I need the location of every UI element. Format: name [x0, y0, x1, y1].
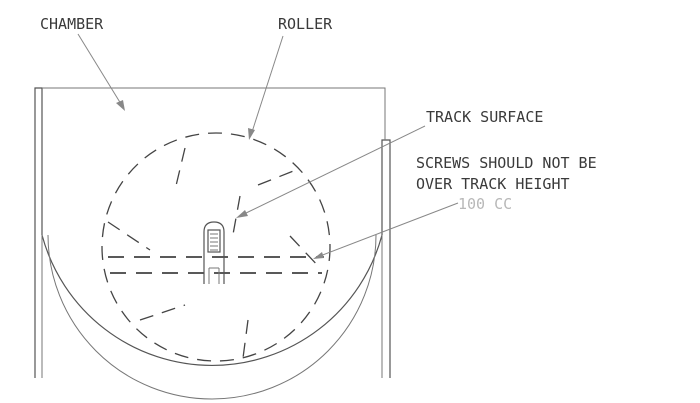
- label-screws-line1: SCREWS SHOULD NOT BE: [416, 154, 597, 172]
- label-volume: 100 CC: [458, 195, 512, 213]
- label-track-surface: TRACK SURFACE: [426, 108, 543, 126]
- screw-fixture: [203, 221, 225, 284]
- track-height-line: [108, 256, 324, 274]
- leader-track-surface: [236, 125, 426, 218]
- label-chamber: CHAMBER: [40, 15, 104, 33]
- leader-roller: [248, 35, 284, 140]
- label-roller: ROLLER: [278, 15, 333, 33]
- leader-chamber: [77, 33, 125, 111]
- label-screws-line2: OVER TRACK HEIGHT: [416, 175, 570, 193]
- leader-screws: [313, 202, 459, 259]
- roller: [101, 132, 331, 362]
- chamber-body: [34, 87, 391, 400]
